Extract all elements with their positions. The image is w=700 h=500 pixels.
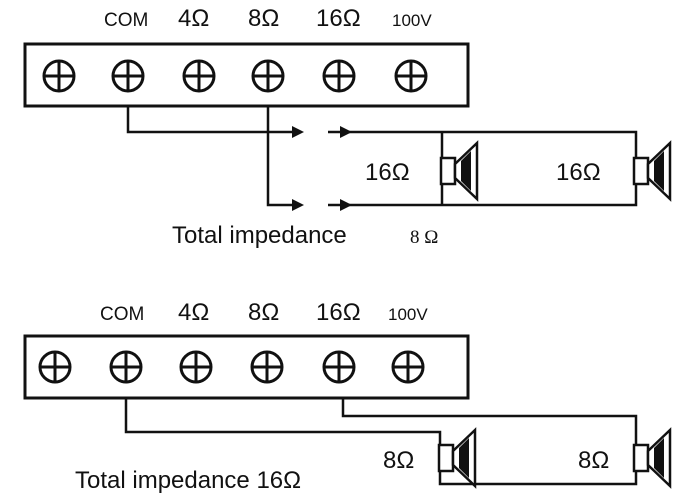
speaker-impedance-label-1: 16Ω — [365, 159, 410, 186]
terminal-label-8ohm: 8Ω — [248, 299, 279, 326]
speaker-impedance-label-2: 16Ω — [556, 159, 601, 186]
total-impedance-caption: Total impedance — [172, 222, 347, 249]
terminal-screw-16ohm — [322, 350, 356, 384]
terminal-screw-1 — [38, 350, 72, 384]
terminal-block — [23, 42, 470, 108]
terminal-label-4ohm: 4Ω — [178, 5, 209, 32]
connector-arrow-8ohm-in — [340, 199, 352, 211]
terminal-screw-1 — [42, 59, 76, 93]
terminal-screw-com — [109, 350, 143, 384]
terminal-label-com: COM — [104, 10, 148, 31]
terminal-label-4ohm: 4Ω — [178, 299, 209, 326]
terminal-screw-100v — [394, 59, 428, 93]
terminal-label-com: COM — [100, 304, 144, 325]
parallel-wiring-diagram: COM 4Ω 8Ω 16Ω 100V — [23, 5, 672, 249]
speaker-icon — [632, 140, 672, 202]
speaker-icon — [437, 427, 477, 489]
wire-16ohm-to-speaker2 — [341, 398, 638, 445]
terminal-screw-4ohm — [182, 59, 216, 93]
speaker-impedance-label-1: 8Ω — [383, 447, 414, 474]
terminal-screw-4ohm — [179, 350, 213, 384]
terminal-screw-8ohm — [250, 350, 284, 384]
terminal-screw-100v — [391, 350, 425, 384]
terminal-label-8ohm: 8Ω — [248, 5, 279, 32]
wire-speaker-bus-bottom — [328, 184, 638, 207]
connector-arrow-8ohm-out — [292, 199, 304, 211]
series-wiring-diagram: COM 4Ω 8Ω 16Ω 100V 8Ω 8Ω Total impedance… — [23, 299, 672, 494]
connector-arrow-com-out — [292, 126, 304, 138]
terminal-screw-16ohm — [322, 59, 356, 93]
total-impedance-value: 8 Ω — [410, 227, 438, 248]
wire-speaker-series-link — [438, 471, 638, 486]
wire-8ohm-lead — [266, 106, 300, 207]
speaker-icon — [439, 140, 479, 202]
terminal-label-100v: 100V — [388, 305, 428, 324]
terminal-label-16ohm: 16Ω — [316, 299, 361, 326]
speaker-icon — [632, 427, 672, 489]
wire-speaker-bus-top — [328, 130, 638, 158]
connector-arrow-com-in — [340, 126, 352, 138]
terminal-screw-8ohm — [251, 59, 285, 93]
terminal-screw-com — [111, 59, 145, 93]
wire-com-lead — [126, 106, 300, 134]
wire-com-to-speaker1 — [124, 398, 442, 445]
terminal-label-100v: 100V — [392, 11, 432, 30]
speaker-impedance-label-2: 8Ω — [578, 447, 609, 474]
total-impedance-caption: Total impedance 16Ω — [75, 467, 301, 494]
terminal-label-16ohm: 16Ω — [316, 5, 361, 32]
